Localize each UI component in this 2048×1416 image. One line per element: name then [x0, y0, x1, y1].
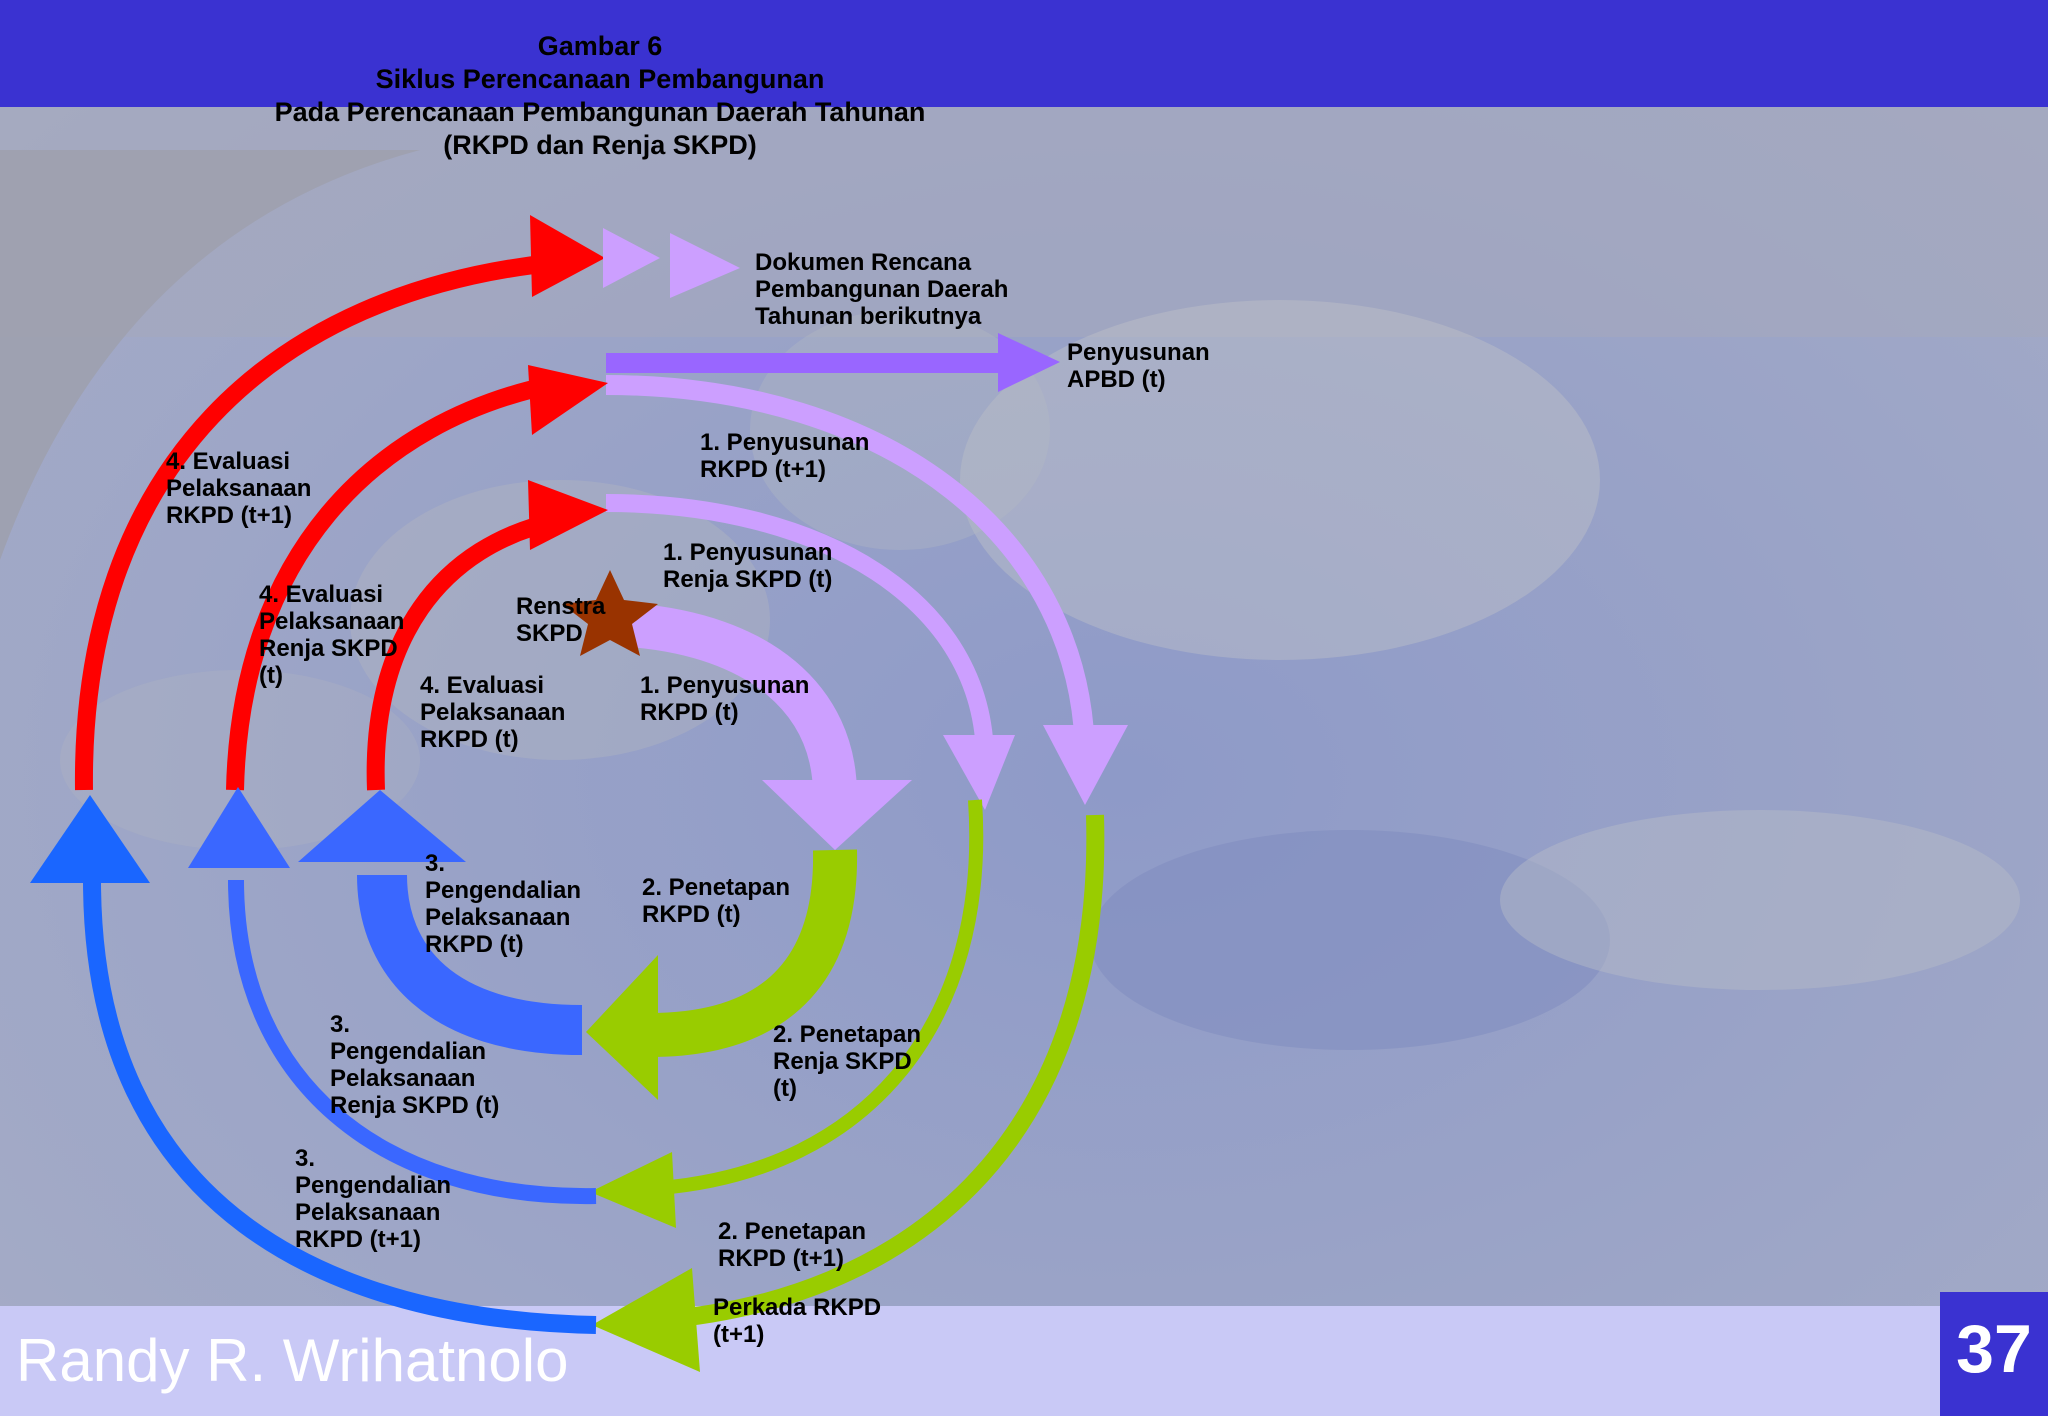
label-penetapan-rkpd-t: 2. Penetapan RKPD (t) [642, 874, 791, 928]
middle-lavender-arrowhead [943, 735, 1015, 810]
middle-lavender-arc [605, 494, 994, 761]
label-dokumen-rencana: Dokumen Rencana Pembangunan Daerah Tahun… [755, 249, 1009, 330]
author-name: Randy R. Wrihatnolo [16, 1327, 569, 1394]
label-penyusunan-rkpd-t1: 1. Penyusunan RKPD (t+1) [700, 429, 870, 483]
inner-lavender-arc [628, 603, 857, 796]
inner-red-arrowhead [528, 480, 608, 550]
outer-green-arrowhead [592, 1268, 700, 1372]
header-bar [0, 0, 2048, 107]
label-penyusunan-rkpd-t: 1. Penyusunan RKPD (t) [640, 672, 810, 726]
outer-lavender-arc [605, 375, 1095, 761]
page-number-box [1940, 1292, 2048, 1416]
label-pengendalian-renja: 3. Pengendalian Pelaksanaan Renja SKPD (… [330, 1011, 500, 1119]
middle-blue-arrowhead [188, 787, 290, 868]
footer-bar [0, 1306, 2048, 1416]
title-line-2: Siklus Perencanaan Pembangunan [375, 64, 825, 94]
inner-lavender-arrowhead [762, 780, 912, 850]
label-renstra-skpd: Renstra SKPD [516, 593, 606, 647]
outer-red-arrowhead [530, 215, 605, 297]
apbd-arrow-shaft [606, 353, 1006, 373]
middle-green-arc [659, 799, 984, 1195]
outer-red-arc [74, 253, 561, 791]
inner-green-arrowhead [586, 955, 658, 1100]
middle-red-arrowhead [528, 365, 608, 435]
label-evaluasi-renja: 4. Evaluasi Pelaksanaan Renja SKPD (t) [259, 581, 405, 689]
outer-green-arc [659, 814, 1105, 1329]
outer-blue-arrowhead [30, 795, 150, 883]
label-penyusunan-renja: 1. Penyusunan Renja SKPD (t) [663, 539, 833, 593]
apbd-arrowhead [998, 333, 1060, 392]
label-evaluasi-rkpd-t: 4. Evaluasi Pelaksanaan RKPD (t) [420, 672, 566, 753]
outer-blue-arc [83, 879, 597, 1334]
page-number: 37 [1956, 1311, 2032, 1387]
inner-blue-arrowhead [298, 790, 466, 862]
title-line-3: Pada Perencanaan Pembangunan Daerah Tahu… [274, 97, 926, 127]
label-penetapan-rkpd-t1: 2. Penetapan RKPD (t+1) [718, 1218, 867, 1272]
inner-blue-arc [357, 874, 583, 1055]
outer-lavender-arrowhead [1043, 725, 1128, 805]
title-line-1: Gambar 6 [537, 31, 663, 61]
lavender-arrowhead-2 [670, 233, 740, 298]
renstra-star-icon [562, 570, 658, 656]
diagram-title: Gambar 6 Siklus Perencanaan Pembangunan … [200, 30, 1000, 162]
label-evaluasi-rkpd-t1: 4. Evaluasi Pelaksanaan RKPD (t+1) [166, 448, 312, 529]
middle-green-arrowhead [590, 1152, 676, 1228]
inner-red-arc [366, 511, 562, 791]
lavender-arrowhead-1 [603, 228, 660, 288]
middle-red-arc [226, 374, 562, 791]
label-penyusunan-apbd: Penyusunan APBD (t) [1067, 339, 1210, 393]
middle-blue-arc [228, 879, 597, 1205]
label-pengendalian-rkpd-t: 3. Pengendalian Pelaksanaan RKPD (t) [425, 850, 582, 958]
inner-green-arc [649, 849, 858, 1057]
title-line-4: (RKPD dan Renja SKPD) [443, 130, 757, 160]
label-pengendalian-rkpd-t1: 3. Pengendalian Pelaksanaan RKPD (t+1) [295, 1145, 452, 1253]
label-perkada-rkpd: Perkada RKPD (t+1) [713, 1294, 882, 1348]
label-penetapan-renja: 2. Penetapan Renja SKPD (t) [773, 1021, 922, 1102]
